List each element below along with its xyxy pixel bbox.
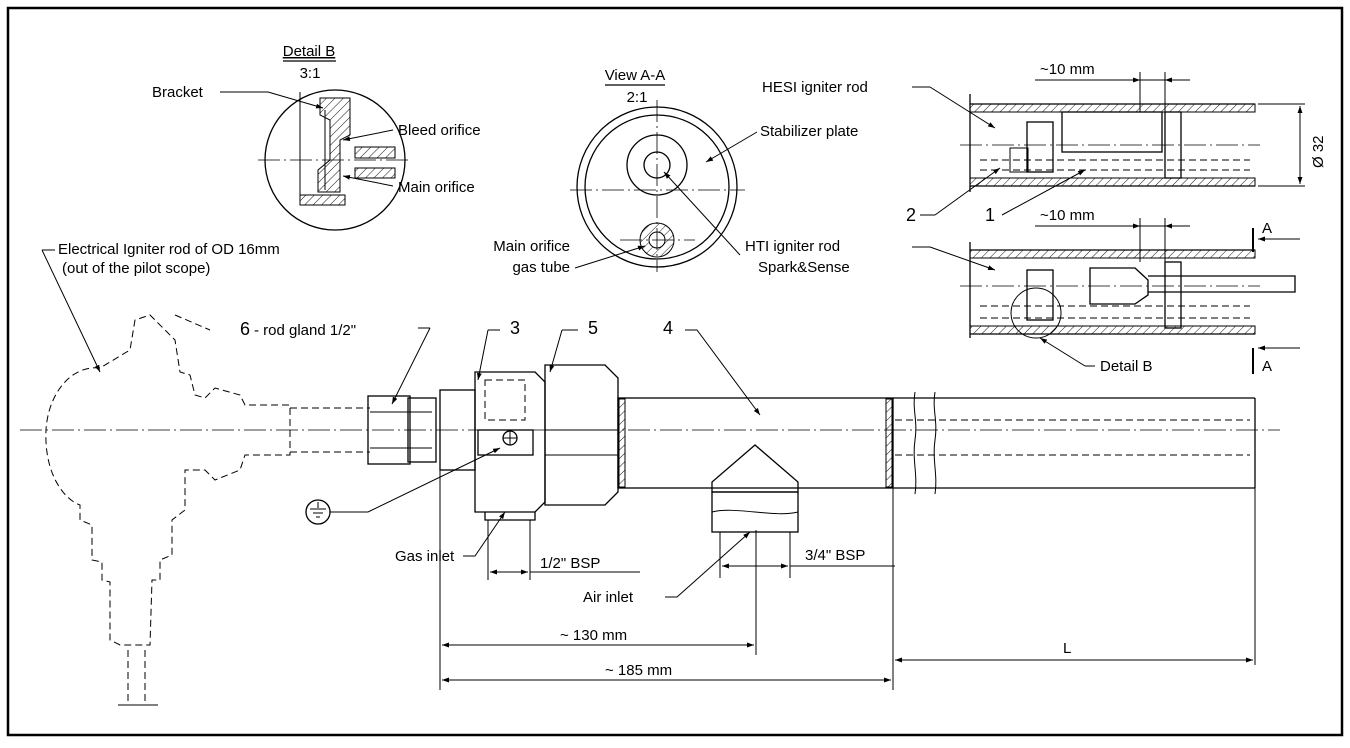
part-6-number: 6	[240, 319, 250, 339]
part-4-label: 4	[663, 318, 673, 338]
part-5-label: 5	[588, 318, 598, 338]
view-a-a: View A-A 2:1 Stabilizer plate HTI ignite…	[493, 67, 858, 276]
detail-b-scale: 3:1	[300, 65, 321, 82]
part-2-label: 2	[906, 205, 916, 225]
detail-b-view: Detail B 3:1 Bracket Bleed orifice Main …	[152, 43, 481, 231]
bleed-orifice-label: Bleed orifice	[398, 122, 481, 139]
main-orifice-label: Main orifice	[398, 179, 475, 196]
detail-b-title: Detail B	[283, 43, 336, 60]
right-section-views: HESI igniter rod ~10 mm Ø 32 2 1	[762, 61, 1327, 375]
view-aa-title: View A-A	[605, 67, 666, 84]
part-1-label: 1	[985, 205, 995, 225]
hesi-label: HESI igniter rod	[762, 79, 868, 96]
diameter-label: Ø 32	[1310, 135, 1327, 168]
section-a-top: A	[1262, 220, 1272, 237]
part-3-label: 3	[510, 318, 520, 338]
stabilizer-plate-label: Stabilizer plate	[760, 123, 858, 140]
hti-label-2: Spark&Sense	[758, 259, 850, 276]
dim-130mm: ~ 130 mm	[560, 627, 627, 644]
dim-185mm: ~ 185 mm	[605, 662, 672, 679]
three-quarter-bsp-label: 3/4" BSP	[805, 547, 865, 564]
dim-L: L	[1063, 640, 1071, 657]
detail-b-callout: Detail B	[1100, 358, 1153, 375]
main-orifice-gas-label-2: gas tube	[512, 259, 570, 276]
view-aa-scale: 2:1	[627, 89, 648, 106]
drawing-frame	[6, 6, 1344, 737]
bracket-label: Bracket	[152, 84, 204, 101]
air-inlet-label: Air inlet	[583, 589, 634, 606]
section-a-bottom: A	[1262, 358, 1272, 375]
main-assembly: Electrical Igniter rod of OD 16mm (out o…	[20, 241, 1280, 706]
dim-10mm-bottom: ~10 mm	[1040, 207, 1095, 224]
gas-inlet-label: Gas inlet	[395, 548, 455, 565]
half-inch-bsp-label: 1/2" BSP	[540, 555, 600, 572]
main-orifice-gas-label-1: Main orifice	[493, 238, 570, 255]
part-6-text: - rod gland 1/2"	[254, 322, 356, 339]
electrical-rod-label-2: (out of the pilot scope)	[62, 260, 210, 277]
electrical-rod-label-1: Electrical Igniter rod of OD 16mm	[58, 241, 280, 258]
hti-label-1: HTI igniter rod	[745, 238, 840, 255]
dim-10mm-top: ~10 mm	[1040, 61, 1095, 78]
